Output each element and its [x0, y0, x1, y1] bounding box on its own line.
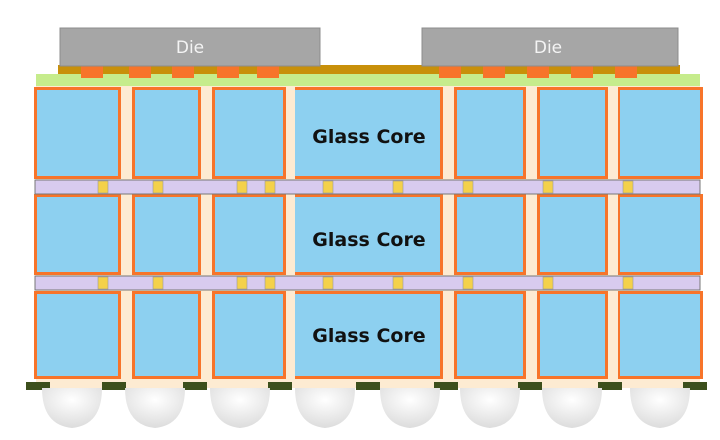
glass-cell	[37, 197, 118, 272]
bottom-pad	[598, 382, 622, 390]
interposer-via	[462, 180, 474, 194]
interposer-via	[152, 276, 164, 290]
bottom-pad	[26, 382, 50, 390]
micro-bump	[257, 66, 279, 78]
solder-ball	[630, 388, 690, 428]
via-channel	[124, 86, 130, 382]
interposer-via	[462, 276, 474, 290]
glass-cell	[215, 90, 283, 176]
glass-cell	[540, 197, 605, 272]
glass-cell	[620, 294, 700, 376]
solder-ball	[210, 388, 270, 428]
glass-cell	[135, 90, 198, 176]
die-label: Die	[176, 38, 204, 58]
interposer-via	[542, 180, 554, 194]
via-channel	[531, 86, 537, 382]
interposer-layer	[34, 275, 701, 291]
solder-ball	[42, 388, 102, 428]
interposer-via	[236, 180, 248, 194]
glass-cell	[540, 90, 605, 176]
solder-ball	[380, 388, 440, 428]
glass-core-label: Glass Core	[312, 325, 425, 347]
bottom-pad	[683, 382, 707, 390]
micro-bump	[483, 66, 505, 78]
glass-cell	[135, 294, 198, 376]
interposer-via	[264, 180, 276, 194]
glass-cell	[295, 294, 440, 376]
micro-bump	[615, 66, 637, 78]
via-channel	[289, 86, 295, 382]
glass-cell	[215, 294, 283, 376]
via-channel	[448, 86, 454, 382]
interposer-via	[236, 276, 248, 290]
bottom-pad	[183, 382, 207, 390]
solder-ball	[125, 388, 185, 428]
interposer-via	[264, 276, 276, 290]
underfill-layer	[58, 65, 680, 74]
bottom-pad	[356, 382, 380, 390]
interposer-via	[152, 180, 164, 194]
glass-cell	[295, 90, 440, 176]
micro-bump	[217, 66, 239, 78]
glass-cell	[457, 90, 523, 176]
via-channel	[206, 86, 212, 382]
glass-cell	[540, 294, 605, 376]
bottom-pad	[268, 382, 292, 390]
glass-cell	[457, 294, 523, 376]
die-left: Die	[59, 27, 321, 67]
glass-cell	[215, 197, 283, 272]
glass-cell	[135, 197, 198, 272]
via-channel	[612, 86, 618, 382]
interposer-via	[622, 276, 634, 290]
die-right: Die	[421, 27, 679, 67]
bottom-pad	[434, 382, 458, 390]
interposer-via	[542, 276, 554, 290]
interposer-via	[622, 180, 634, 194]
solder-ball	[295, 388, 355, 428]
solder-ball	[542, 388, 602, 428]
interposer-via	[97, 276, 109, 290]
glass-cell	[620, 197, 700, 272]
glass-core-label: Glass Core	[312, 229, 425, 251]
micro-bump	[81, 66, 103, 78]
bottom-pad	[102, 382, 126, 390]
glass-cell	[457, 197, 523, 272]
bottom-pad	[518, 382, 542, 390]
micro-bump	[527, 66, 549, 78]
interposer-via	[322, 276, 334, 290]
glass-cell	[295, 197, 440, 272]
micro-bump	[571, 66, 593, 78]
interposer-layer	[34, 179, 701, 195]
micro-bump	[129, 66, 151, 78]
interposer-via	[322, 180, 334, 194]
glass-cell	[37, 294, 118, 376]
glass-core-label: Glass Core	[312, 126, 425, 148]
solder-ball	[460, 388, 520, 428]
micro-bump	[439, 66, 461, 78]
interposer-via	[97, 180, 109, 194]
micro-bump	[172, 66, 194, 78]
interposer-via	[392, 180, 404, 194]
glass-cell	[620, 90, 700, 176]
die-label: Die	[534, 38, 562, 58]
glass-cell	[37, 90, 118, 176]
interposer-via	[392, 276, 404, 290]
